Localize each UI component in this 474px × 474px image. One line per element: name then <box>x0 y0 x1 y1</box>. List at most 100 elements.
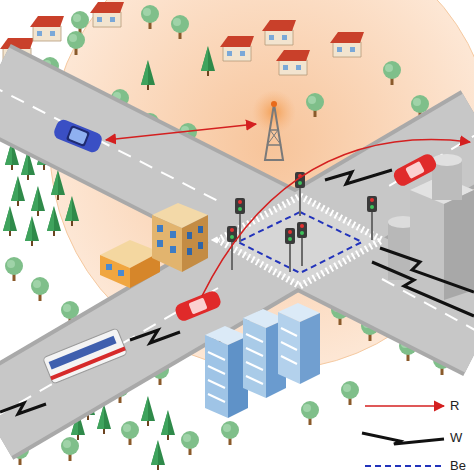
trees-part <box>121 421 139 445</box>
trees-part <box>3 206 17 236</box>
intersection-zone-part <box>238 212 362 273</box>
buildings-part <box>157 240 163 247</box>
buildings-part <box>170 231 176 238</box>
legend-samples-part <box>365 405 444 407</box>
vehicles-part <box>52 118 104 155</box>
trees-part <box>5 257 23 281</box>
houses-part <box>276 50 310 75</box>
roads <box>0 85 474 420</box>
trees-part <box>151 440 165 470</box>
radio-links-part <box>202 140 470 296</box>
trees-part <box>301 401 319 425</box>
vehicles-part <box>68 127 87 144</box>
trees-part <box>61 437 79 461</box>
wireless-links <box>0 170 474 414</box>
vehicles-part <box>66 125 91 147</box>
buildings-part <box>100 255 130 288</box>
base-station-tower <box>252 90 296 160</box>
legend-label: R <box>450 398 466 414</box>
trees-part <box>31 186 45 216</box>
wireless-links-part <box>130 330 180 343</box>
trees-part <box>181 431 199 455</box>
trees-part <box>201 46 215 76</box>
wireless-links-part <box>0 403 46 414</box>
traffic-lights-part <box>295 172 305 216</box>
vehicles-part <box>50 347 126 381</box>
wireless-links-part <box>325 170 392 184</box>
roads-part <box>0 130 474 420</box>
vehicles-part <box>391 152 438 189</box>
legend-samples <box>362 406 444 466</box>
buildings-part <box>208 328 297 402</box>
legend-samples-part <box>365 465 444 467</box>
base-station-tower-part <box>271 101 277 107</box>
vehicles-part <box>391 152 438 189</box>
legend: RW Be <box>450 398 466 474</box>
trees-part <box>25 216 39 246</box>
houses-part <box>330 32 364 57</box>
buildings-part <box>300 313 320 384</box>
vehicles-part <box>52 118 104 155</box>
legend-label: W <box>450 430 466 446</box>
vehicles-part <box>43 328 128 384</box>
trees-part <box>383 61 401 85</box>
vehicles-part <box>188 297 207 314</box>
trees-part <box>171 15 189 39</box>
houses-part <box>220 36 254 61</box>
vehicles <box>43 118 439 384</box>
buildings-part <box>157 225 163 232</box>
roads-part <box>0 85 218 201</box>
buildings-part <box>198 226 203 233</box>
trees-part <box>341 381 359 405</box>
trees-part <box>51 170 65 200</box>
legend-label: Be <box>450 458 466 474</box>
intersection-zone <box>238 212 362 273</box>
buildings-part <box>182 215 208 272</box>
buildings-part <box>187 248 192 255</box>
radio-links <box>106 124 470 296</box>
traffic-lights-part <box>297 222 307 266</box>
traffic-lights-part <box>227 226 237 270</box>
base-station-tower-part <box>270 130 281 145</box>
buildings-part <box>243 318 266 398</box>
trees-part <box>221 421 239 445</box>
buildings <box>100 154 474 418</box>
trees-part <box>47 206 61 236</box>
base-station-tower-part <box>252 90 296 134</box>
buildings-part <box>170 246 176 253</box>
trees-part <box>306 93 324 117</box>
buildings-part <box>152 215 182 272</box>
vehicles-part <box>173 289 222 323</box>
houses-part <box>90 2 124 27</box>
trees-part <box>141 396 155 426</box>
base-station-tower-part <box>267 144 281 146</box>
trees-part <box>161 410 175 440</box>
trees-part <box>67 31 85 55</box>
traffic-lights-part <box>367 196 377 240</box>
buildings-part <box>198 242 203 249</box>
vehicles-part <box>173 289 222 323</box>
buildings-part <box>118 270 124 276</box>
buildings-part <box>278 312 300 384</box>
legend-samples-part <box>362 433 444 444</box>
wireless-links-part <box>372 262 474 316</box>
buildings-part <box>106 264 112 270</box>
trees-part <box>31 277 49 301</box>
base-station-tower-part <box>267 130 278 145</box>
trees-part <box>65 196 79 226</box>
houses-part <box>262 20 296 45</box>
houses-part <box>30 16 64 41</box>
traffic-lights-part <box>285 228 295 272</box>
trees-part <box>141 5 159 29</box>
vehicles-part <box>43 328 128 384</box>
wireless-links-part <box>380 248 474 292</box>
base-station-tower-part <box>265 104 283 160</box>
radio-links-part <box>106 124 256 140</box>
vehicles-part <box>405 161 425 179</box>
trees-part <box>141 60 155 90</box>
buildings-part <box>205 335 228 418</box>
buildings-part <box>432 154 462 166</box>
trees-part <box>11 176 25 206</box>
buildings-part <box>187 232 192 239</box>
